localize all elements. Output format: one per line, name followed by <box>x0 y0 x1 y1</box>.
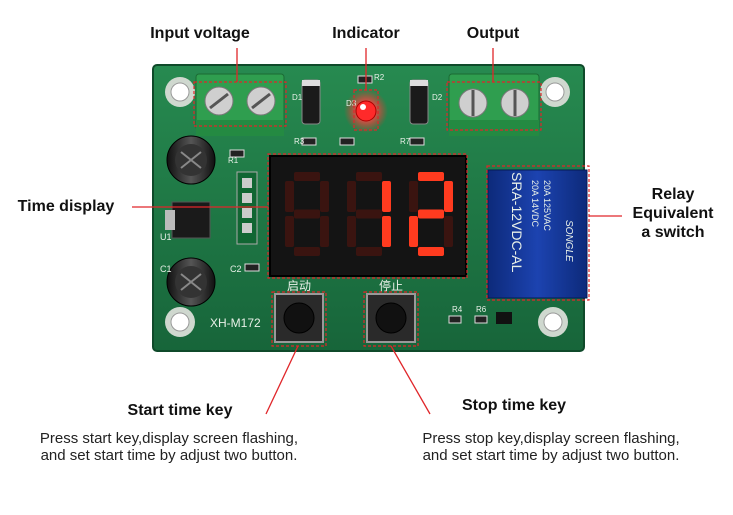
svg-text:U1: U1 <box>160 232 172 242</box>
segment-1-e <box>347 216 356 247</box>
segment-0-g <box>294 209 320 219</box>
segment-1-g <box>356 209 382 219</box>
svg-text:R7: R7 <box>400 137 411 146</box>
display-digits <box>285 172 453 256</box>
label-start-key: Start time key <box>127 402 233 419</box>
indicator-led <box>355 100 377 122</box>
start-button <box>274 293 324 343</box>
output-terminal <box>448 73 540 136</box>
svg-text:D3: D3 <box>346 99 357 108</box>
segment-2-e <box>409 216 418 247</box>
start-desc-line1: Press start key,display screen flashing, <box>39 430 299 447</box>
callout-boxes <box>193 81 590 347</box>
svg-text:D1: D1 <box>292 93 303 102</box>
input-terminal <box>195 73 285 136</box>
regulator-u1 <box>171 201 211 239</box>
relay: SRA-12VDC-AL 20A 14VDC 20A 125VAC SONGLE <box>487 169 588 299</box>
label-relay: Relay Equivalent a switch <box>620 185 726 242</box>
label-relay-line3: a switch <box>641 224 705 241</box>
segment-0-c <box>320 216 329 247</box>
segment-0-b <box>320 181 329 212</box>
relay-rating-1: 20A 14VDC <box>530 180 540 228</box>
board-model-label: XH-M172 <box>210 316 261 330</box>
segment-1-a <box>356 172 382 181</box>
relay-rating-2: 20A 125VAC <box>542 180 552 231</box>
svg-text:R3: R3 <box>294 137 305 146</box>
segment-1-b <box>382 181 391 212</box>
segment-0-a <box>294 172 320 181</box>
segment-1-d <box>356 247 382 256</box>
label-indicator: Indicator <box>332 25 400 42</box>
svg-text:C2: C2 <box>230 264 242 274</box>
svg-text:R6: R6 <box>476 305 487 314</box>
svg-text:C1: C1 <box>160 264 172 274</box>
label-output: Output <box>466 25 520 42</box>
capacitor-c2 <box>166 257 216 307</box>
segment-0-e <box>285 216 294 247</box>
segment-2-c <box>444 216 453 247</box>
svg-text:D2: D2 <box>432 93 443 102</box>
stop-key-description: Press stop key,display screen flashing, … <box>383 430 719 464</box>
capacitor-c1 <box>166 135 216 185</box>
mounting-holes <box>165 77 570 337</box>
segment-2-a <box>418 172 444 181</box>
start-button-label-cn: 启动 <box>287 279 311 293</box>
label-stop-key: Stop time key <box>461 397 567 414</box>
label-relay-line2: Equivalent <box>632 205 714 222</box>
segment-1-c <box>382 216 391 247</box>
stop-desc-line1: Press stop key,display screen flashing, <box>422 430 680 447</box>
segment-0-d <box>294 247 320 256</box>
svg-text:R2: R2 <box>374 73 385 82</box>
label-input-voltage: Input voltage <box>150 25 250 42</box>
stop-button-label-cn: 停止 <box>379 278 403 293</box>
segment-2-b <box>444 181 453 212</box>
svg-text:R1: R1 <box>228 156 239 165</box>
segment-2-f <box>409 181 418 212</box>
relay-model-text: SRA-12VDC-AL <box>509 172 525 273</box>
svg-text:R4: R4 <box>452 305 463 314</box>
label-time-display: Time display <box>17 198 115 215</box>
relay-brand: SONGLE <box>563 220 574 262</box>
segment-1-f <box>347 181 356 212</box>
segment-0-f <box>285 181 294 212</box>
start-key-description: Press start key,display screen flashing,… <box>4 430 334 464</box>
header-pins <box>236 171 258 245</box>
start-desc-line2: and set start time by adjust two button. <box>40 447 298 464</box>
segment-2-g <box>418 209 444 219</box>
callout-lines <box>132 48 622 415</box>
label-relay-line1: Relay <box>651 186 695 203</box>
stop-desc-line2: and set start time by adjust two button. <box>422 447 680 464</box>
stop-button <box>366 293 416 343</box>
diode-d2 <box>409 79 429 125</box>
segment-2-d <box>418 247 444 256</box>
diode-d3 <box>301 79 321 125</box>
